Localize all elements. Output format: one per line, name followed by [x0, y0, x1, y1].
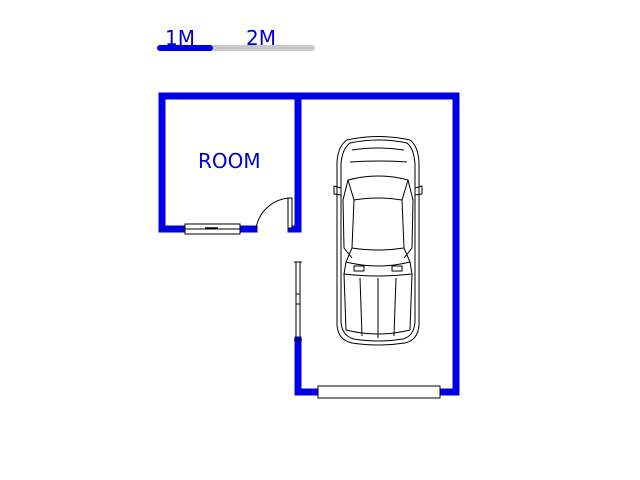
walls — [158, 92, 460, 396]
door-swing-icon — [255, 197, 293, 230]
partition-opening — [294, 261, 302, 341]
room-label: ROOM — [198, 149, 261, 173]
wall-garage-lower-left — [294, 336, 322, 396]
garage-door-icon — [317, 385, 441, 399]
scale-bar: 1M 2M — [157, 26, 315, 51]
window-icon — [184, 223, 241, 235]
car-top-view-icon — [333, 136, 423, 346]
scale-label-2m: 2M — [246, 26, 276, 50]
wall-room-outer — [158, 92, 460, 396]
scale-label-1m: 1M — [165, 26, 195, 50]
